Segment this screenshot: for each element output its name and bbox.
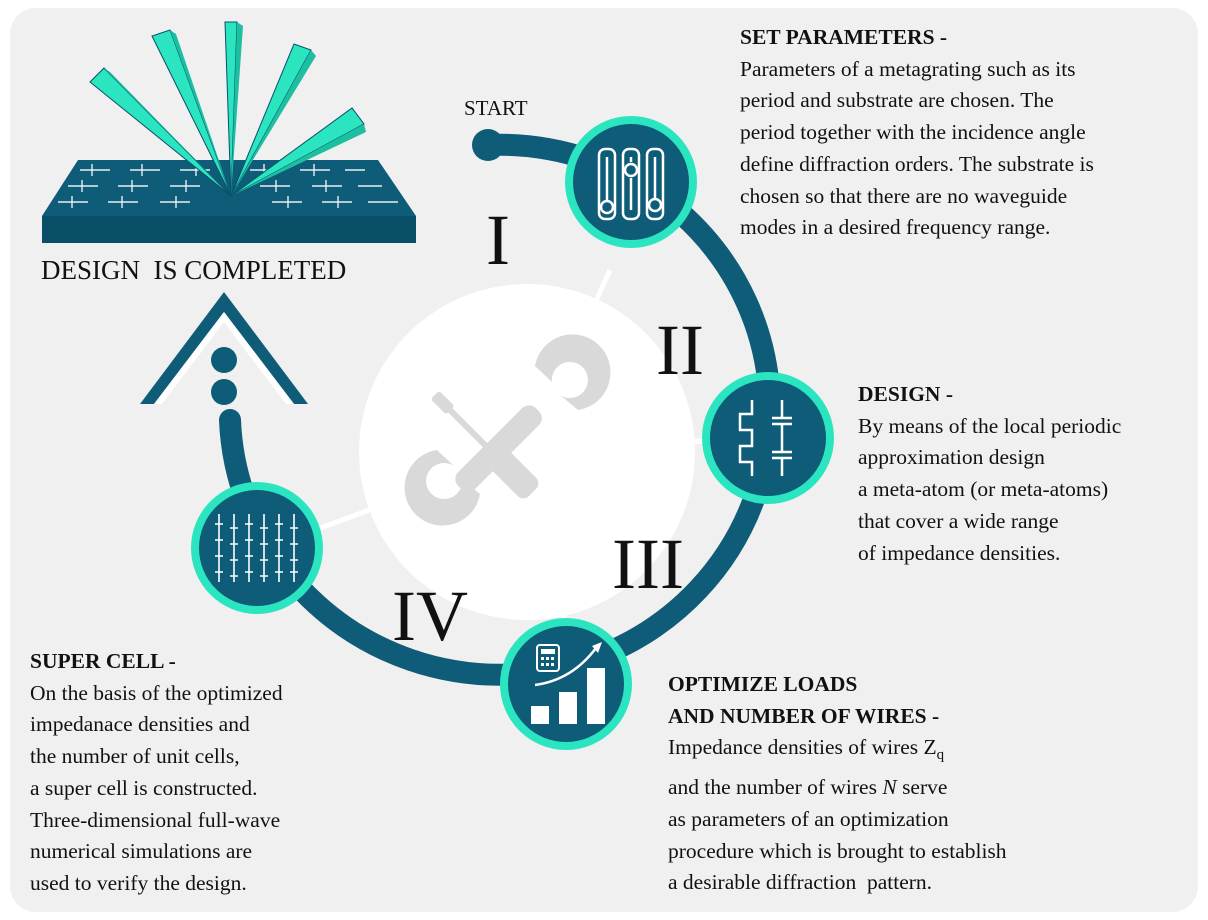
stage-4-node (191, 482, 323, 614)
design-line: By means of the local periodic (858, 413, 1122, 438)
stage-3-node (500, 618, 632, 750)
start-label: START (464, 96, 528, 120)
super-cell-line: On the basis of the optimized (30, 680, 283, 705)
design-title: DESIGN - (858, 382, 953, 406)
design-text: DESIGN - By means of the local periodic … (858, 379, 1121, 569)
start-dot (472, 129, 504, 161)
optimize-line-2: and the number of wires N serve (668, 772, 1007, 804)
design-line: a meta-atom (or meta-atoms) (858, 477, 1109, 502)
calculator-bar-chart-icon (531, 642, 605, 724)
circuit-capacitor-icon (738, 400, 792, 476)
super-cell-title: SUPER CELL - (30, 649, 176, 673)
center-hub (359, 284, 695, 620)
set-parameters-line: period together with the incidence angle (740, 120, 1086, 145)
set-parameters-line: chosen so that there are no waveguide (740, 183, 1068, 208)
stage-2-numeral: II (656, 310, 704, 390)
set-parameters-line: modes in a desired frequency range. (740, 215, 1051, 240)
set-parameters-line: define diffraction orders. The substrate… (740, 151, 1094, 176)
set-parameters-line: Parameters of a metagrating such as its (740, 56, 1076, 81)
optimize-line-5: a desirable diffraction pattern. (668, 870, 933, 895)
optimize-line-1-subscript: q (936, 747, 945, 764)
stage-3-numeral: III (612, 524, 684, 604)
set-parameters-title: SET PARAMETERS - (740, 25, 948, 49)
super-cell-line: a super cell is constructed. (30, 775, 258, 800)
optimize-line-3: as parameters of an optimization (668, 806, 949, 831)
stage-1-numeral: I (486, 200, 510, 280)
optimize-line-1-text: Impedance densities of wires Z (668, 735, 937, 760)
wire-grid-icon (215, 514, 298, 582)
optimize-title-1: OPTIMIZE LOADS (668, 672, 858, 696)
optimize-line-1: Impedance densities of wires Zq (668, 732, 1007, 772)
sliders-icon (597, 147, 665, 221)
optimize-title-2: AND NUMBER OF WIRES - (668, 703, 940, 728)
super-cell-line: used to verify the design. (30, 870, 247, 895)
stage-1-node (565, 116, 697, 248)
up-arrow-icon (140, 292, 308, 405)
optimize-line-2-variable: N (882, 775, 897, 800)
super-cell-line: numerical simulations are (30, 839, 253, 864)
design-line: approximation design (858, 445, 1045, 470)
super-cell-text: SUPER CELL - On the basis of the optimiz… (30, 646, 283, 900)
stage-4-numeral: IV (392, 576, 468, 656)
super-cell-line: Three-dimensional full-wave (30, 807, 281, 832)
design-line: that cover a wide range (858, 508, 1059, 533)
stage-2-node (702, 372, 834, 504)
set-parameters-text: SET PARAMETERS - Parameters of a metagra… (740, 22, 1094, 244)
set-parameters-line: period and substrate are chosen. The (740, 88, 1054, 113)
design-line: of impedance densities. (858, 540, 1061, 565)
super-cell-line: the number of unit cells, (30, 744, 240, 769)
optimize-line-2-pre: and the number of wires (668, 775, 883, 800)
super-cell-line: impedanace densities and (30, 712, 250, 737)
optimize-line-2-post: serve (896, 775, 948, 800)
metagrating-diffraction-icon (42, 21, 416, 243)
optimize-text: OPTIMIZE LOADS AND NUMBER OF WIRES - Imp… (668, 669, 1007, 899)
wrench-screwdriver-icon (404, 334, 611, 526)
optimize-line-4: procedure which is brought to establish (668, 838, 1007, 863)
design-completed-label: DESIGN IS COMPLETED (41, 255, 347, 285)
